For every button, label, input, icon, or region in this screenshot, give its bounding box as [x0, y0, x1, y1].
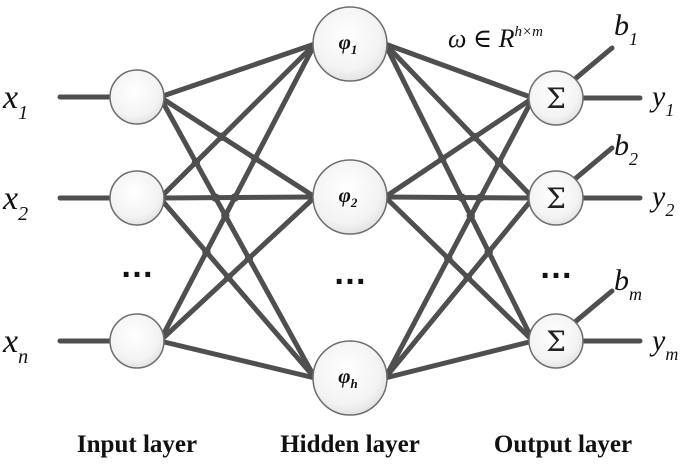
hidden-label-2: φ2	[339, 183, 358, 210]
ellipsis-3: …	[539, 248, 573, 286]
edge-in1-hid3	[157, 94, 318, 381]
bias-line-2	[572, 145, 615, 182]
edge-crossing	[211, 193, 220, 202]
edge-crossing	[444, 254, 453, 263]
input-node-2	[109, 170, 165, 226]
sigma-symbol-3: Σ	[546, 325, 566, 358]
bias-label-3: bm	[614, 264, 642, 304]
ellipsis-2: …	[333, 254, 367, 292]
edge-in3-hid1	[157, 41, 318, 344]
edge-in1-hid2	[157, 94, 318, 200]
edge-crossing	[466, 211, 475, 221]
hidden-node-1	[312, 6, 388, 82]
input-label-3: xn	[2, 323, 28, 368]
edge-hid1-out1	[382, 41, 536, 101]
edge-crossing	[494, 158, 504, 167]
hidden-label-1: φ1	[339, 30, 358, 57]
weight-label: ω ∈ Rh×m	[448, 24, 543, 53]
edge-crossing	[244, 254, 254, 263]
edge-hid3-out1	[382, 95, 536, 381]
output-node-3	[528, 313, 584, 369]
edge-in1-hid1	[157, 41, 318, 100]
input-label-2: x2	[2, 180, 28, 225]
sigma-symbol-1: Σ	[546, 82, 566, 115]
edge-hid3-out3	[382, 338, 536, 381]
edge-hid3-out2	[382, 195, 536, 381]
output-node-1	[528, 70, 584, 126]
edge-crossing	[224, 273, 233, 282]
edge-in3-hid2	[157, 194, 318, 344]
edge-hid1-out3	[382, 41, 536, 344]
layer-caption-hidden: Hidden layer	[280, 431, 420, 458]
input-node-1	[109, 69, 165, 125]
layer-caption-input: Input layer	[77, 431, 197, 458]
edge-crossing	[221, 211, 230, 220]
edge-crossing	[463, 273, 472, 282]
bias-line-3	[572, 288, 615, 325]
edge-crossing	[250, 154, 260, 163]
output-node-2	[528, 170, 584, 226]
edge-crossing	[202, 247, 211, 257]
edge-crossing	[470, 132, 479, 142]
bias-line-1	[572, 45, 615, 82]
edge-hid2-out3	[382, 194, 536, 344]
neurons	[109, 6, 584, 416]
hidden-node-3	[312, 340, 388, 416]
output-label-2: y2	[649, 180, 674, 220]
crossing-points	[191, 132, 504, 282]
edge-in2-hid1	[157, 41, 318, 201]
edge-crossing	[484, 247, 493, 257]
sigma-symbol-2: Σ	[546, 182, 566, 215]
output-label-3: ym	[649, 324, 678, 364]
edge-in3-hid3	[157, 338, 318, 381]
edge-crossing	[230, 193, 239, 202]
input-label-1: x1	[2, 79, 28, 124]
bias-label-1: b1	[614, 9, 638, 49]
edge-crossing	[457, 193, 466, 202]
bias-label-2: b2	[614, 129, 638, 169]
edge-crossing	[438, 154, 447, 163]
ellipsis-1: …	[120, 247, 154, 285]
connections	[57, 41, 643, 381]
edge-crossing	[476, 193, 485, 202]
edge-hid2-out1	[382, 95, 536, 200]
input-node-3	[109, 313, 165, 369]
edge-hid1-out2	[382, 41, 536, 201]
hidden-label-3: φh	[338, 364, 358, 391]
output-label-1: y1	[649, 80, 674, 120]
edge-crossing	[217, 132, 226, 141]
hidden-node-2	[312, 159, 388, 235]
edge-in2-hid3	[157, 195, 318, 381]
layer-caption-output: Output layer	[494, 431, 632, 458]
edge-crossing	[191, 158, 201, 167]
